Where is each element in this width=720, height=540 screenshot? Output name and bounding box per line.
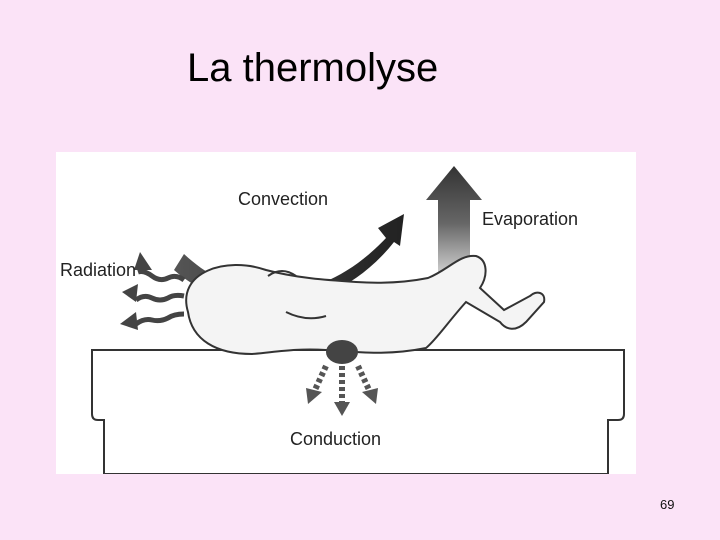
conduction-arrows-icon	[306, 340, 378, 416]
radiation-label: Radiation	[60, 260, 137, 280]
convection-label: Convection	[238, 189, 329, 209]
evaporation-arrow-icon	[426, 166, 482, 280]
table	[91, 349, 625, 474]
radiation-arrows-icon	[134, 269, 186, 327]
evaporation-label: Evaporation	[482, 209, 579, 229]
baby-illustration	[185, 254, 546, 356]
heat-loss-diagram: Convection Evaporation Radiation Conduct…	[56, 152, 636, 474]
radiation-arrowheads	[120, 252, 152, 330]
diagram-graphics	[91, 166, 625, 474]
slide-title: La thermolyse	[187, 46, 439, 90]
page-number: 69	[660, 497, 675, 512]
conduction-label: Conduction	[290, 429, 382, 449]
